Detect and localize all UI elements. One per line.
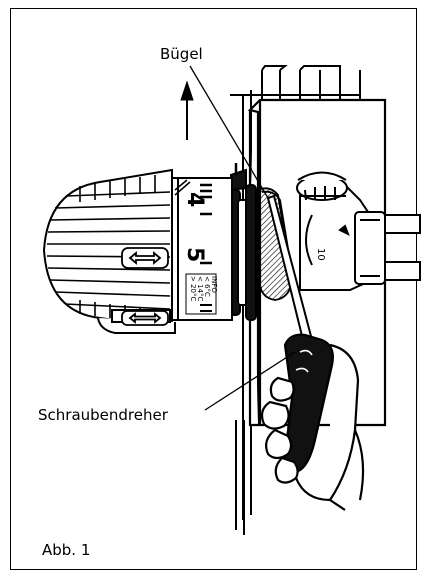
info-temp-2: < 14°C (196, 276, 204, 301)
valve-fitting: 10 (296, 171, 386, 291)
dial-number-5: 5 (182, 247, 207, 262)
info-temp-1: < 6°C (203, 276, 211, 297)
up-arrow-icon (180, 80, 194, 140)
valve-scale-text: 10 (315, 248, 326, 261)
hand (260, 333, 365, 511)
info-temp-3: > 20°C (189, 276, 197, 301)
double-arrow-icon (121, 247, 169, 269)
leader-lines (189, 65, 296, 411)
info-label: INFO (210, 276, 218, 293)
dial-info-panel: INFO < 6°C < 14°C > 20°C (189, 276, 218, 301)
screwdriver-label: Schraubendreher (38, 406, 168, 424)
dial-number-4: 4 (182, 192, 207, 207)
figure-caption: Abb. 1 (42, 541, 91, 559)
thermostat-scale-ring: 4 5 INFO < 6°C < 14°C > 20°C (171, 177, 233, 321)
clip-label: Bügel (160, 45, 203, 63)
double-arrow-icon-lower (121, 310, 169, 326)
